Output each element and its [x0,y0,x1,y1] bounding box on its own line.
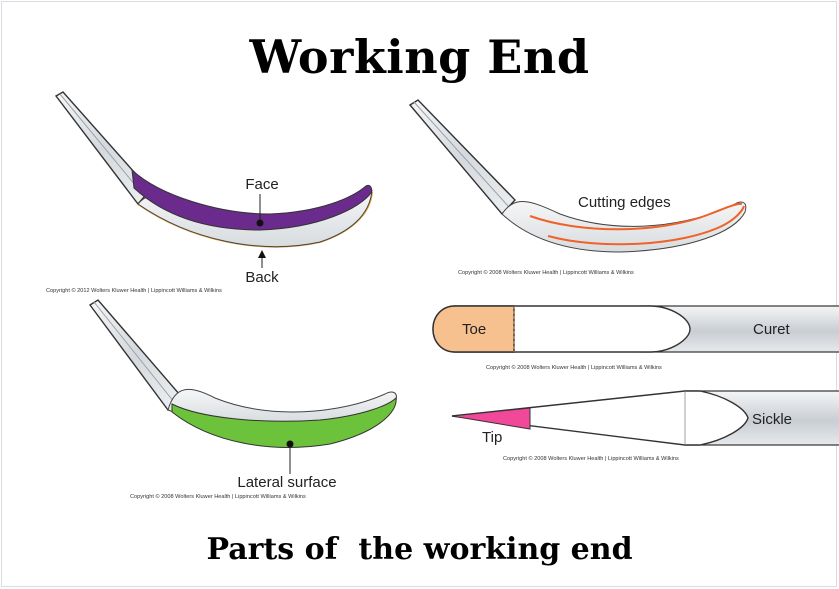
copyright-lateral-surface: Copyright © 2008 Wolters Kluwer Health |… [130,493,306,500]
copyright-cutting-edges: Copyright © 2008 Wolters Kluwer Health |… [458,269,634,276]
back-label: Back [245,269,279,286]
slide-title: Working End [249,30,590,84]
toe-label: Toe [462,321,486,338]
slide-subtitle: Parts of the working end [206,532,633,567]
face-label: Face [245,176,278,193]
lateral-surface [171,396,397,448]
panel-lateral-surface: Lateral surface Copyright © 2008 Wolters… [88,299,397,500]
copyright-sickle: Copyright © 2008 Wolters Kluwer Health |… [503,455,679,462]
curet-label: Curet [753,321,791,338]
tip-region [451,407,531,430]
copyright-face-back: Copyright © 2012 Wolters Kluwer Health |… [46,287,222,294]
copyright-curet: Copyright © 2008 Wolters Kluwer Health |… [486,364,662,371]
cutting-edge-lower [547,205,745,246]
tip-label: Tip [482,429,502,446]
cutting-edges-label: Cutting edges [578,194,671,211]
panel-cutting-edges: Cutting edges Copyright © 2008 Wolters K… [408,99,747,276]
sickle-blade-top-view [451,390,749,446]
face-surface [131,168,373,231]
panel-sickle: Tip Sickle Copyright © 2008 Wolters Kluw… [451,390,839,462]
shank [408,99,516,216]
lateral-surface-label: Lateral surface [237,474,336,491]
toe-region [432,305,515,353]
shank [88,299,181,412]
panel-curet: Toe Curet Copyright © 2008 Wolters Kluwe… [432,305,839,371]
panel-face-back: Face Back Copyright © 2012 Wolters Kluwe… [46,91,373,294]
sickle-label: Sickle [752,411,792,428]
cutting-edge-upper [529,202,743,231]
